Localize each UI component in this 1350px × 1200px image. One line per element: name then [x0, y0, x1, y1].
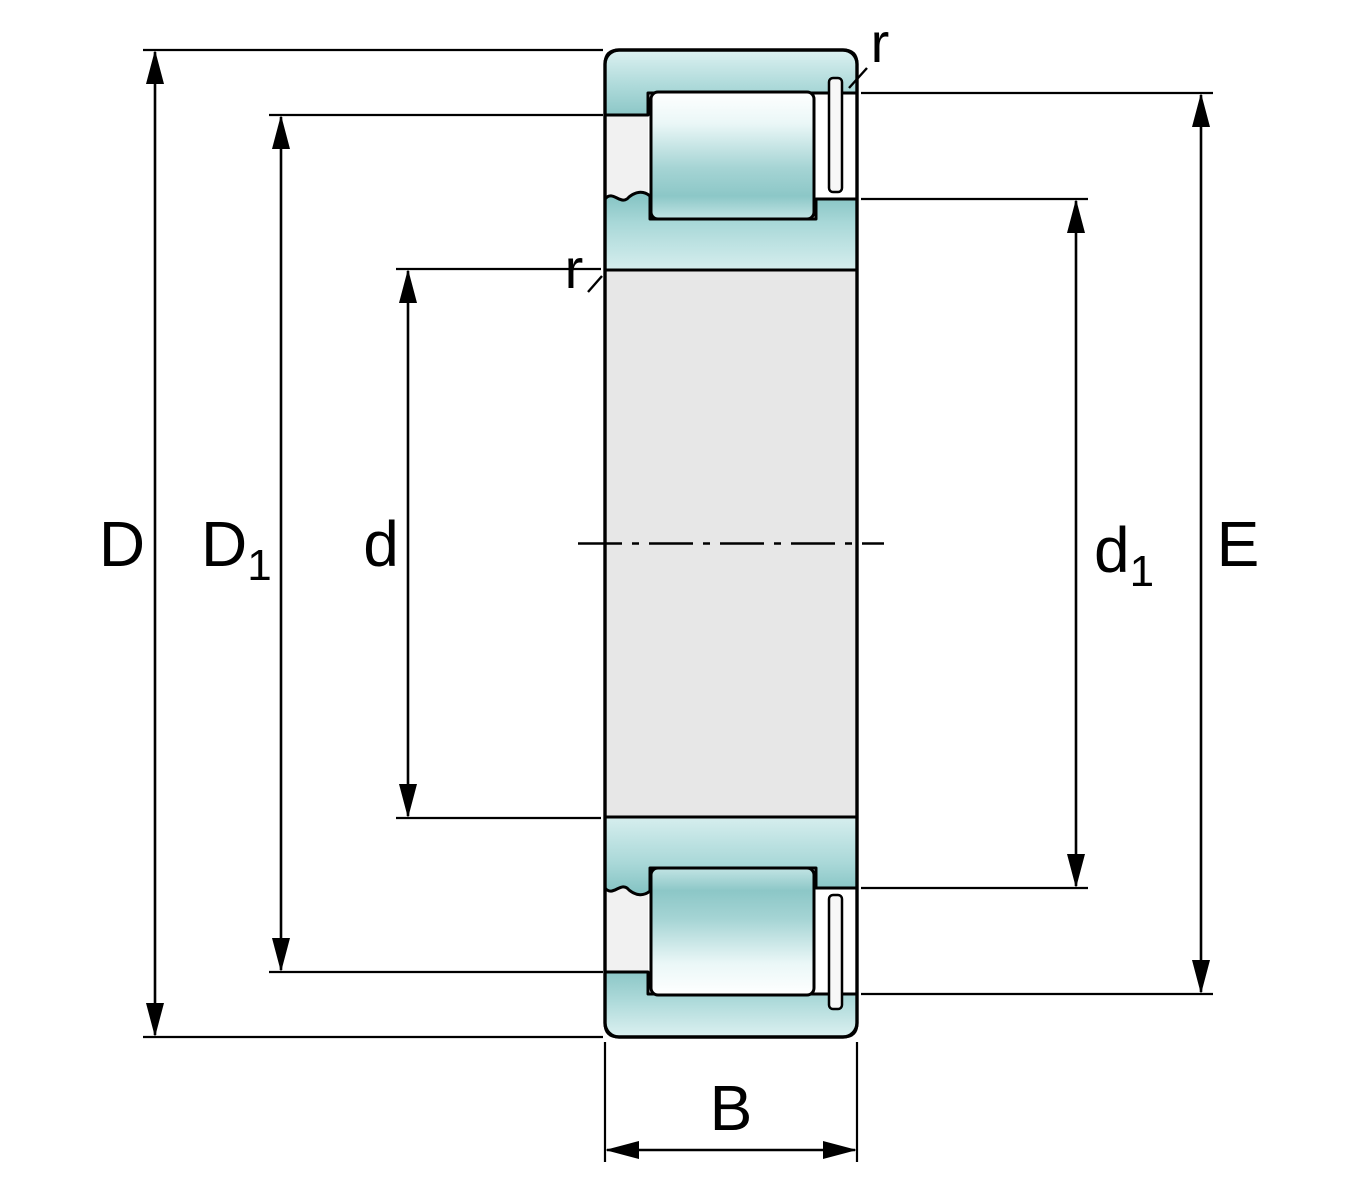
label-D1: D1 — [201, 508, 272, 590]
arrowhead-up — [272, 115, 290, 149]
arrowhead-left — [605, 1141, 639, 1159]
dimension-B: B — [603, 1042, 859, 1162]
arrowhead-down — [1067, 854, 1085, 888]
arrowhead-down — [146, 1003, 164, 1037]
label-d1: d1 — [1094, 514, 1154, 596]
label-E: E — [1217, 508, 1260, 580]
dimension-D: D — [99, 48, 603, 1039]
dimension-D1: D1 — [201, 113, 603, 974]
arrowhead-up — [146, 50, 164, 84]
dimension-d: d — [363, 267, 601, 820]
annotation-r-outer: r — [848, 11, 890, 89]
dimension-d1: d1 — [861, 197, 1154, 890]
annotation-r-inner: r — [565, 237, 603, 300]
arrowhead-right — [823, 1141, 857, 1159]
arrowhead-down — [1192, 960, 1210, 994]
arrowhead-up — [1067, 199, 1085, 233]
label-D: D — [99, 508, 145, 580]
label-d: d — [363, 508, 399, 580]
arrowhead-down — [399, 784, 417, 818]
label-r-inner: r — [565, 237, 584, 300]
arrowhead-up — [399, 269, 417, 303]
label-B: B — [710, 1072, 753, 1144]
label-r-outer: r — [871, 11, 890, 74]
dimension-E: E — [861, 91, 1260, 996]
arrowhead-down — [272, 938, 290, 972]
arrowhead-up — [1192, 93, 1210, 127]
